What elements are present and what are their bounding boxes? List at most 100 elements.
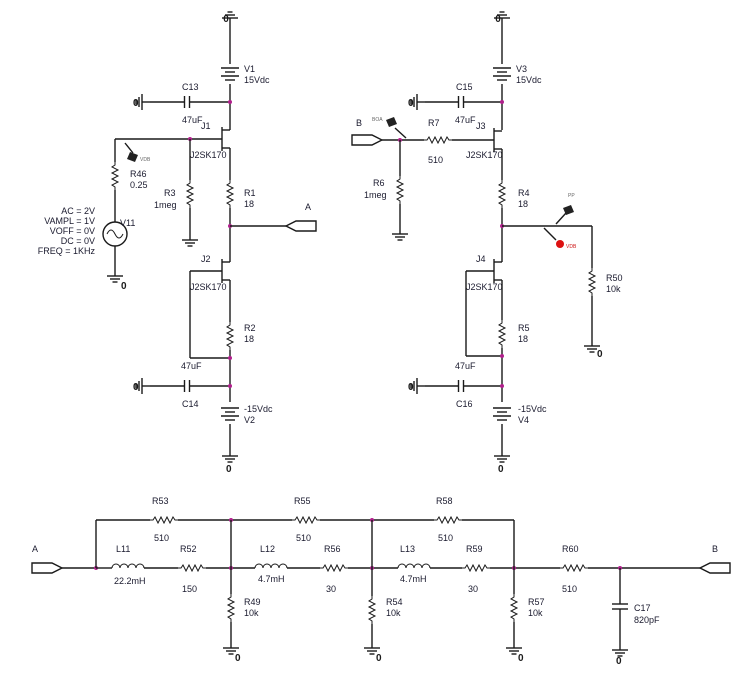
v11-param: FREQ = 1KHz: [38, 246, 96, 256]
ground-symbol-icon: [505, 639, 523, 655]
c13-value: 47uF: [182, 115, 203, 125]
v4-name: V4: [518, 415, 529, 425]
r50-value: 10k: [606, 284, 621, 294]
battery-v3-icon: [492, 67, 512, 81]
offpage-label-b: B: [356, 118, 362, 128]
r52-value: 150: [182, 584, 197, 594]
offpage-connector-a-icon: [31, 562, 63, 574]
voltage-probe-red-icon: [556, 240, 564, 248]
ground-symbol-icon: [222, 639, 240, 655]
r1-name: R1: [244, 188, 256, 198]
c16-name: C16: [456, 399, 473, 409]
r59-name: R59: [466, 544, 483, 554]
capacitor-c15-icon: [457, 95, 465, 109]
ground-label: 0: [133, 382, 139, 393]
r52-name: R52: [180, 544, 197, 554]
v2-value: -15Vdc: [244, 404, 273, 414]
v3-name: V3: [516, 64, 527, 74]
r60-value: 510: [562, 584, 577, 594]
l12-name: L12: [260, 544, 275, 554]
v11-param: VAMPL = 1V: [44, 216, 95, 226]
resistor-r1-icon: [226, 179, 234, 209]
r53-value: 510: [154, 533, 169, 543]
jfet-j1-icon: [221, 126, 231, 152]
resistor-r2-icon: [226, 321, 234, 351]
v1-value: 15Vdc: [244, 75, 270, 85]
c17-name: C17: [634, 603, 651, 613]
l12-value: 4.7mH: [258, 574, 285, 584]
j4-name: J4: [476, 254, 486, 264]
resistor-r50-icon: [588, 267, 596, 297]
probe-label: PP: [568, 193, 575, 199]
voltage-probe-icon: [563, 205, 574, 215]
ground-symbol-icon: [391, 225, 409, 241]
c15-name: C15: [456, 82, 473, 92]
capacitor-c14-icon: [183, 379, 191, 393]
battery-v1-icon: [220, 67, 240, 81]
ground-symbol-icon: [493, 447, 511, 463]
l11-value: 22.2mH: [114, 576, 146, 586]
r2-value: 18: [244, 334, 254, 344]
offpage-connector-b-icon: [699, 562, 731, 574]
offpage-label-a: A: [305, 202, 311, 212]
top-right-circuit: 0 V3 15Vdc 0 C15 47uF B R7 510 BOA R: [351, 11, 623, 475]
v11-param: DC = 0V: [61, 236, 95, 246]
r58-value: 510: [438, 533, 453, 543]
probe-label: VDB: [140, 157, 151, 163]
ground-label: 0: [223, 14, 229, 25]
r7-value: 510: [428, 155, 443, 165]
resistor-r4-icon: [498, 179, 506, 209]
r6-name: R6: [373, 178, 385, 188]
r50-name: R50: [606, 273, 623, 283]
resistor-r52-icon: [177, 564, 207, 572]
battery-v4-icon: [492, 407, 512, 421]
v4-value: -15Vdc: [518, 404, 547, 414]
ground-symbol-icon: [363, 639, 381, 655]
r53-name: R53: [152, 496, 169, 506]
j1-name: J1: [201, 121, 211, 131]
ground-symbol-icon: [106, 267, 124, 283]
r5-name: R5: [518, 323, 530, 333]
resistor-r3-icon: [186, 179, 194, 209]
j3-part: J2SK170: [466, 150, 503, 160]
inductor-l12-icon: [254, 563, 288, 569]
ground-label: 0: [597, 349, 603, 360]
ground-label: 0: [121, 281, 127, 292]
c16-value: 47uF: [455, 361, 476, 371]
r55-value: 510: [296, 533, 311, 543]
resistor-r49-icon: [227, 593, 235, 623]
c14-name: C14: [182, 399, 199, 409]
resistor-r60-icon: [559, 564, 589, 572]
r5-value: 18: [518, 334, 528, 344]
offpage-label-b: B: [712, 544, 718, 554]
ground-label: 0: [226, 464, 232, 475]
ground-symbol-icon: [611, 641, 629, 657]
current-probe-icon: [386, 117, 397, 127]
ground-label: 0: [495, 14, 501, 25]
r1-value: 18: [244, 199, 254, 209]
v11-param: VOFF = 0V: [50, 226, 95, 236]
c13-name: C13: [182, 82, 199, 92]
r4-name: R4: [518, 188, 530, 198]
r46-value: 0.25: [130, 180, 148, 190]
ground-label: 0: [616, 656, 622, 667]
r57-value: 10k: [528, 608, 543, 618]
bottom-filter-network: A R53 510 R55 510 R58 510 L11 22.2mH R52…: [31, 496, 731, 667]
inductor-l11-icon: [111, 563, 145, 569]
r58-name: R58: [436, 496, 453, 506]
ground-symbol-icon: [181, 231, 199, 247]
probe-label: BOA: [372, 117, 383, 123]
r56-value: 30: [326, 584, 336, 594]
resistor-r54-icon: [368, 595, 376, 625]
inductor-l13-icon: [397, 563, 431, 569]
jfet-j3-icon: [493, 127, 503, 153]
ground-label: 0: [518, 653, 524, 664]
j4-part: J2SK170: [466, 282, 503, 292]
resistor-r56-icon: [319, 564, 349, 572]
r3-name: R3: [164, 188, 176, 198]
offpage-connector-b-icon: [351, 134, 383, 146]
top-left-circuit: 0 V1 15Vdc 0 C13 47uF J1 J2SK170 VDB R3 …: [38, 11, 317, 475]
resistor-r53-icon: [149, 516, 179, 524]
r7-name: R7: [428, 118, 440, 128]
r54-name: R54: [386, 597, 403, 607]
